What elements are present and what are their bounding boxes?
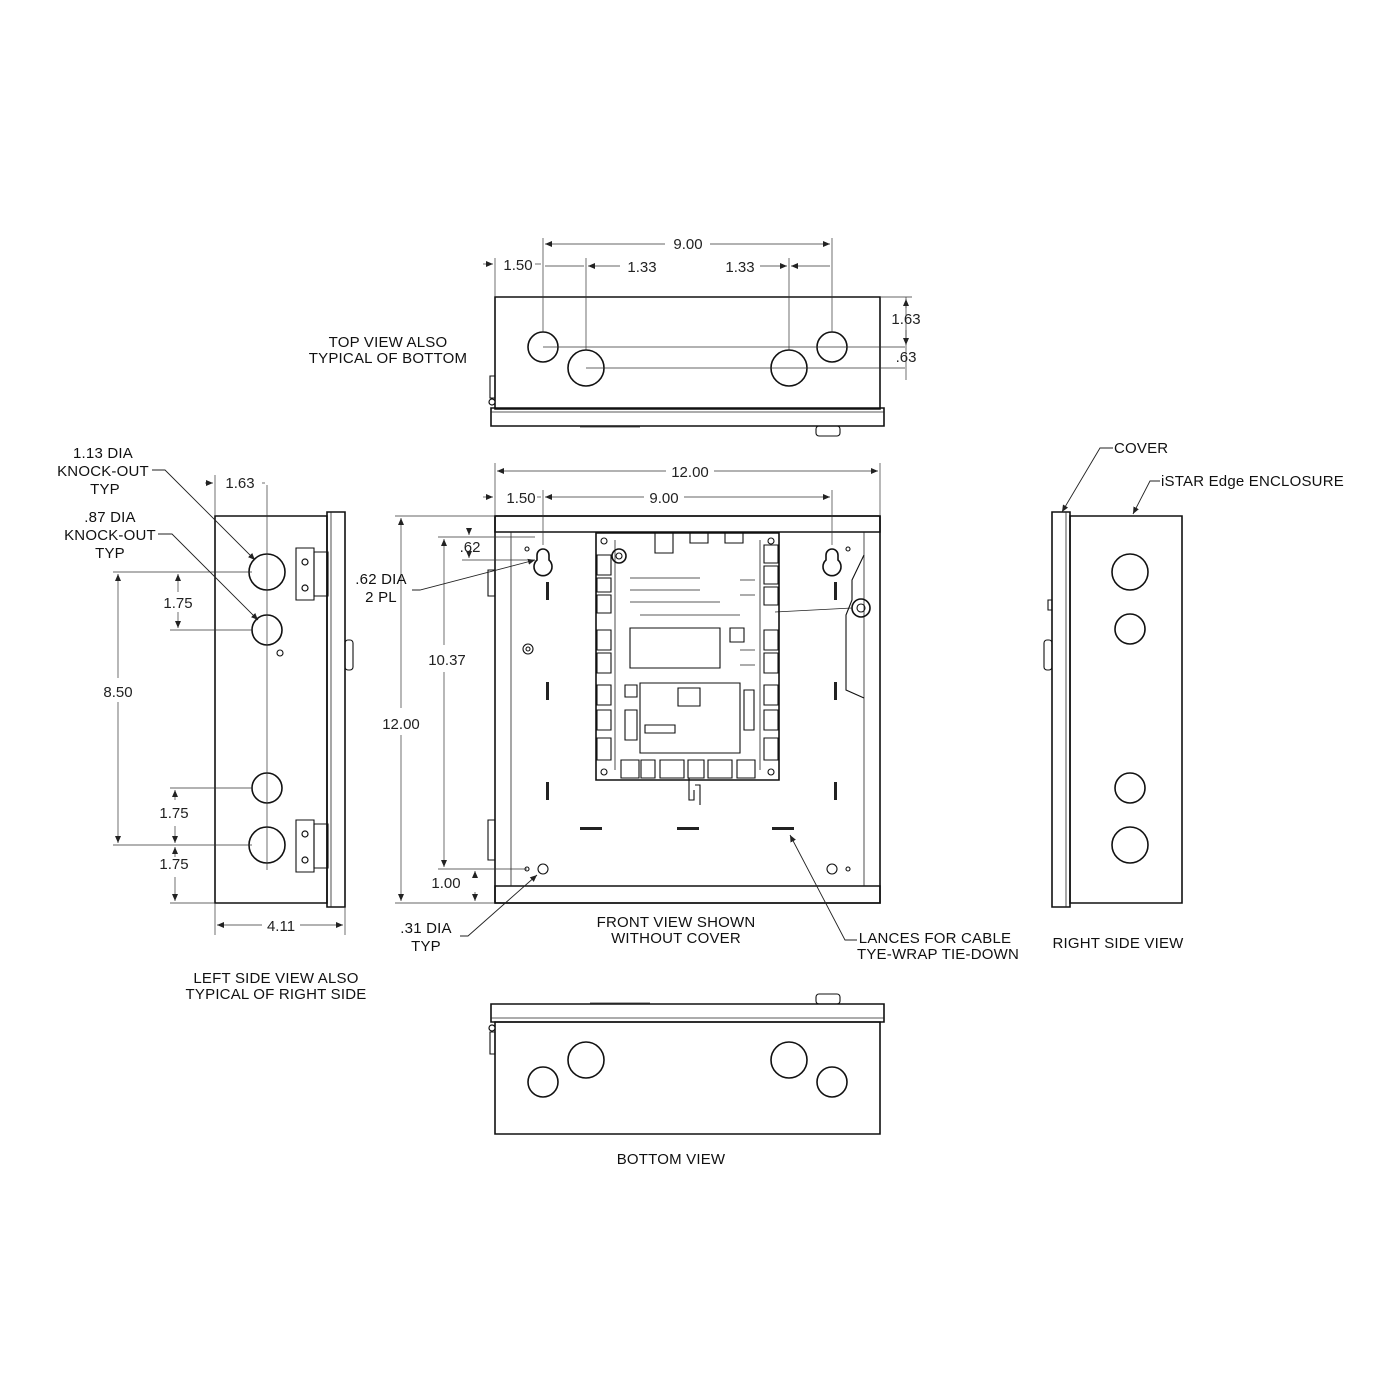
right-view-label: RIGHT SIDE VIEW — [1052, 935, 1184, 952]
front-bottom-flange — [495, 886, 880, 903]
small-hole-right — [827, 864, 837, 874]
left-dim-lower-b: 1.75 — [159, 856, 188, 873]
top-dim-inner-left: 1.33 — [627, 259, 656, 276]
lock-icon — [852, 599, 870, 617]
front-view: 12.00 1.50 9.00 .62 10.37 12.00 1.00 — [355, 463, 1019, 963]
right-knockout-large-bottom — [1112, 827, 1148, 863]
mount-hole-text-2: 2 PL — [365, 589, 397, 606]
bottom-knockout-large-left — [568, 1042, 604, 1078]
bottom-knockout-large-right — [771, 1042, 807, 1078]
mount-hole-left — [534, 549, 552, 576]
enclosure-label: iSTAR Edge ENCLOSURE — [1161, 473, 1344, 490]
small-hole-text-1: .31 DIA — [400, 920, 451, 937]
top-view-flange — [491, 408, 884, 426]
top-dim-depth-b: .63 — [896, 349, 917, 366]
board-bottom-connectors — [621, 760, 755, 778]
top-dim-depth-a: 1.63 — [891, 311, 920, 328]
top-view-label-2: TYPICAL OF BOTTOM — [309, 350, 467, 367]
right-side-view: COVER iSTAR Edge ENCLOSURE RIGHT SIDE VI… — [1044, 440, 1344, 952]
lance-center — [677, 827, 699, 830]
lance-left — [580, 827, 602, 830]
lances-text-1: LANCES FOR CABLE — [859, 930, 1011, 947]
bottom-view-label: BOTTOM VIEW — [617, 1151, 726, 1168]
left-dim-upper: 1.75 — [163, 595, 192, 612]
lance-right — [772, 827, 794, 830]
front-dim-edge: 1.50 — [506, 490, 535, 507]
front-view-outline — [495, 516, 880, 903]
top-dim-overall: 9.00 — [673, 236, 702, 253]
bottom-knockout-small-left — [528, 1067, 558, 1097]
front-view-label-1: FRONT VIEW SHOWN — [597, 914, 756, 931]
board-outline — [596, 533, 779, 780]
cover-label: COVER — [1114, 440, 1168, 457]
top-dim-inner-right: 1.33 — [725, 259, 754, 276]
left-dim-top: 1.63 — [225, 475, 254, 492]
bottom-view-flange — [491, 1004, 884, 1022]
left-view-label-2: TYPICAL OF RIGHT SIDE — [186, 986, 367, 1003]
bottom-view-outline — [495, 1022, 880, 1134]
left-side-view: 1.63 1.75 8.50 1.75 1.75 4.11 1.13 DIA K… — [57, 445, 366, 1003]
left-ko-small-text-1: .87 DIA — [84, 509, 135, 526]
front-top-flange — [495, 516, 880, 532]
lances-text-2: TYE-WRAP TIE-DOWN — [857, 946, 1019, 963]
front-dim-width: 12.00 — [671, 464, 709, 481]
left-dim-span: 8.50 — [103, 684, 132, 701]
right-view-cover — [1052, 512, 1070, 907]
mount-hole-text-1: .62 DIA — [355, 571, 406, 588]
right-knockout-small-bottom — [1115, 773, 1145, 803]
left-view-flange — [327, 512, 345, 907]
right-knockout-large-top — [1112, 554, 1148, 590]
top-view-label-1: TOP VIEW ALSO — [329, 334, 448, 351]
board-left-connectors — [597, 555, 611, 760]
front-dim-hole-span: 9.00 — [649, 490, 678, 507]
bottom-view: BOTTOM VIEW — [489, 994, 884, 1168]
left-dim-lower-a: 1.75 — [159, 805, 188, 822]
mount-hole-right — [823, 549, 841, 576]
top-dim-edge: 1.50 — [503, 257, 532, 274]
left-ko-large-text-3: TYP — [90, 481, 120, 498]
left-ko-small-text-3: TYP — [95, 545, 125, 562]
left-ko-large-text-1: 1.13 DIA — [73, 445, 133, 462]
front-dim-top-offset: .62 — [460, 539, 481, 556]
board-right-connectors — [764, 545, 778, 760]
left-ko-large-text-2: KNOCK-OUT — [57, 463, 149, 480]
left-ko-small-text-2: KNOCK-OUT — [64, 527, 156, 544]
small-hole-left — [538, 864, 548, 874]
front-view-label-2: WITHOUT COVER — [611, 930, 741, 947]
left-dim-width: 4.11 — [267, 918, 295, 935]
small-hole-text-2: TYP — [411, 938, 441, 955]
front-dim-height: 12.00 — [382, 716, 420, 733]
front-dim-bottom-offset: 1.00 — [431, 875, 460, 892]
top-view: 9.00 1.50 1.33 1.33 1.63 .63 TOP VIEW AL… — [309, 236, 921, 436]
left-view-label-1: LEFT SIDE VIEW ALSO — [193, 970, 358, 987]
right-knockout-small-top — [1115, 614, 1145, 644]
right-view-outline — [1070, 516, 1182, 903]
bottom-knockout-small-right — [817, 1067, 847, 1097]
front-dim-vertical-span: 10.37 — [428, 652, 466, 669]
circuit-board — [596, 533, 779, 805]
top-view-outline — [495, 297, 880, 409]
